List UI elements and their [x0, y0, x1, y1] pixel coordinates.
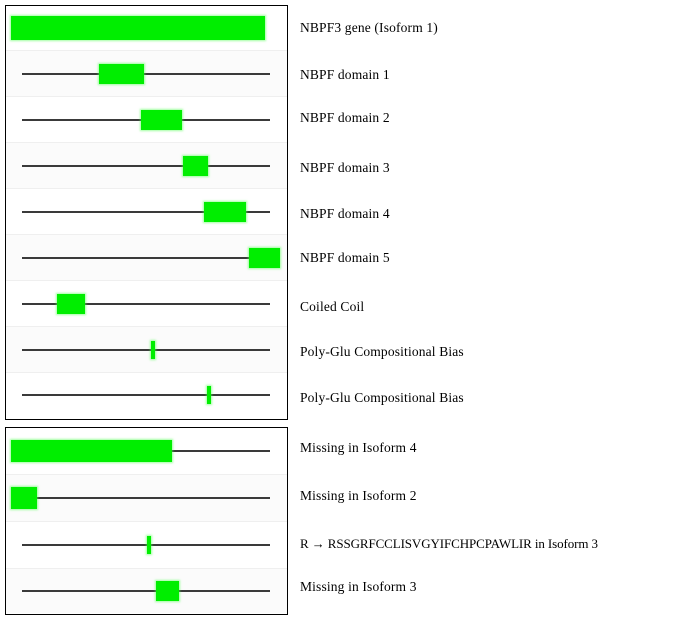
- track-row[interactable]: [6, 569, 287, 613]
- label-nbpf-domain-4: NBPF domain 4: [300, 206, 390, 221]
- label-poly-glu-bias-2: Poly-Glu Compositional Bias: [300, 390, 464, 405]
- backbone-line: [22, 590, 270, 592]
- label-column: NBPF3 gene (Isoform 1) NBPF domain 1 NBP…: [300, 0, 676, 620]
- feature-box-nbpf-domain-3: [183, 155, 209, 176]
- track-row[interactable]: [6, 373, 287, 417]
- feature-tick-substitution-isoform-3: [146, 536, 151, 554]
- backbone-line: [22, 302, 270, 305]
- feature-tick-poly-glu-bias-2: [206, 386, 212, 404]
- backbone-line: [22, 256, 270, 259]
- label-coiled-coil: Coiled Coil: [300, 299, 365, 314]
- backbone-line: [22, 72, 270, 75]
- panel-isoform-variations: [5, 427, 288, 615]
- label-missing-isoform-3: Missing in Isoform 3: [300, 579, 417, 594]
- backbone-line: [22, 348, 270, 351]
- track-row[interactable]: [6, 522, 287, 569]
- track-row[interactable]: [6, 281, 287, 327]
- backbone-line: [22, 164, 270, 167]
- track-row[interactable]: [6, 475, 287, 522]
- label-nbpf-domain-2: NBPF domain 2: [300, 110, 390, 125]
- label-poly-glu-bias-1: Poly-Glu Compositional Bias: [300, 344, 464, 359]
- feature-box-missing-isoform-2: [11, 487, 37, 509]
- track-row[interactable]: [6, 6, 287, 51]
- feature-box-coiled-coil: [56, 293, 85, 314]
- backbone-line: [22, 210, 270, 213]
- feature-box-nbpf-domain-5: [249, 247, 280, 268]
- feature-box-nbpf-domain-2: [140, 109, 182, 130]
- feature-box-nbpf-domain-1: [98, 63, 144, 84]
- label-nbpf-domain-5: NBPF domain 5: [300, 250, 390, 265]
- label-nbpf3-gene-isoform-1: NBPF3 gene (Isoform 1): [300, 20, 438, 35]
- track-row[interactable]: [6, 189, 287, 235]
- track-row[interactable]: [6, 97, 287, 143]
- label-nbpf-domain-3: NBPF domain 3: [300, 160, 390, 175]
- feature-tick-poly-glu-bias-1: [150, 340, 155, 359]
- track-row[interactable]: [6, 143, 287, 189]
- track-row[interactable]: [6, 428, 287, 475]
- feature-full-bar-gene: [11, 16, 265, 40]
- panel-isoform1-domains: [5, 5, 288, 420]
- backbone-line: [22, 394, 270, 396]
- label-nbpf-domain-1: NBPF domain 1: [300, 67, 390, 82]
- track-row[interactable]: [6, 327, 287, 373]
- feature-box-missing-isoform-4: [11, 440, 172, 462]
- label-missing-isoform-4: Missing in Isoform 4: [300, 440, 417, 455]
- backbone-line: [22, 544, 270, 546]
- label-substitution-isoform-3: R → RSSGRFCCLISVGYIFCHPCPAWLIR in Isofor…: [300, 536, 598, 551]
- label-missing-isoform-2: Missing in Isoform 2: [300, 488, 417, 503]
- feature-box-nbpf-domain-4: [204, 201, 247, 222]
- backbone-line: [22, 497, 270, 499]
- track-row[interactable]: [6, 235, 287, 281]
- feature-box-missing-isoform-3: [156, 581, 179, 601]
- track-row[interactable]: [6, 51, 287, 97]
